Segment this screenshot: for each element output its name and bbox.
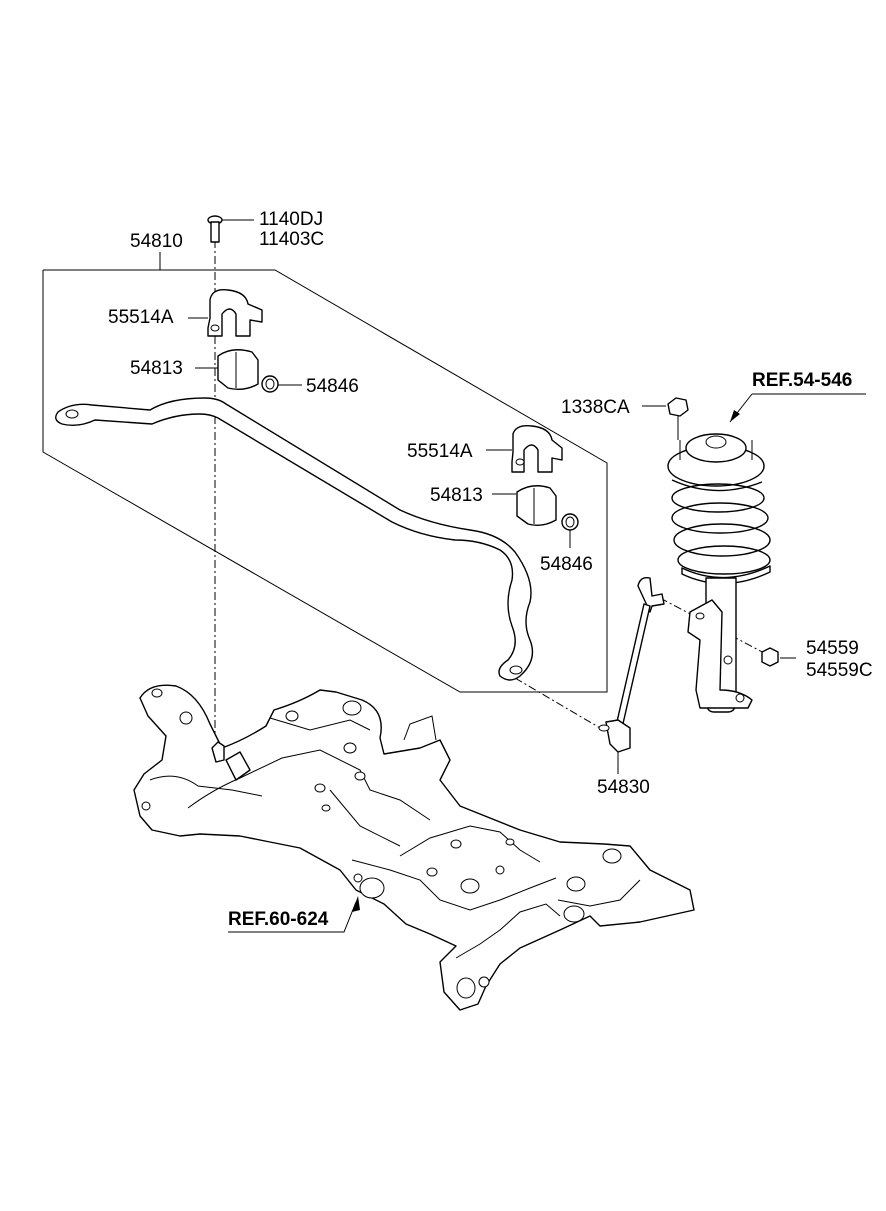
ref-crossmember: REF.60-624 — [228, 909, 329, 930]
clamp-lower — [511, 424, 563, 473]
kit-outline — [42, 252, 608, 693]
bolt-icon — [207, 215, 223, 243]
spacer-lower — [561, 513, 579, 531]
clamp-upper — [207, 289, 263, 337]
nut-icon — [667, 397, 689, 440]
bushing-lower — [516, 485, 557, 527]
crossmember — [133, 684, 695, 1011]
label-stabilizer-link: 54830 — [597, 777, 650, 798]
label-bushing-lower: 54813 — [430, 485, 483, 506]
label-link-nut-54559: 54559 — [806, 638, 859, 659]
bushing-upper — [217, 349, 259, 391]
label-clamp-upper: 55514A — [108, 307, 174, 328]
label-bushing-upper: 54813 — [130, 358, 183, 379]
spacer-upper — [261, 375, 279, 393]
link-nut-icon — [761, 647, 779, 667]
label-link-nut-54559c: 54559C — [806, 660, 873, 681]
part-labels: 1140DJ 11403C 54810 55514A 54813 54846 5… — [108, 209, 873, 930]
label-bolt-11403c: 11403C — [259, 229, 324, 250]
ref-strut-assembly: REF.54-546 — [752, 370, 852, 391]
leader-lines — [188, 219, 866, 933]
strut-assembly — [667, 433, 771, 713]
label-stabilizer-bar: 54810 — [130, 231, 183, 252]
label-spacer-upper: 54846 — [306, 376, 359, 397]
stabilizer-link — [598, 576, 665, 753]
label-bolt-1140dj: 1140DJ — [259, 209, 323, 230]
label-nut-1338ca: 1338CA — [561, 397, 630, 418]
label-spacer-lower: 54846 — [540, 554, 593, 575]
label-clamp-lower: 55514A — [407, 441, 473, 462]
guide-lines — [214, 240, 769, 760]
stabilizer-bar — [55, 397, 534, 681]
